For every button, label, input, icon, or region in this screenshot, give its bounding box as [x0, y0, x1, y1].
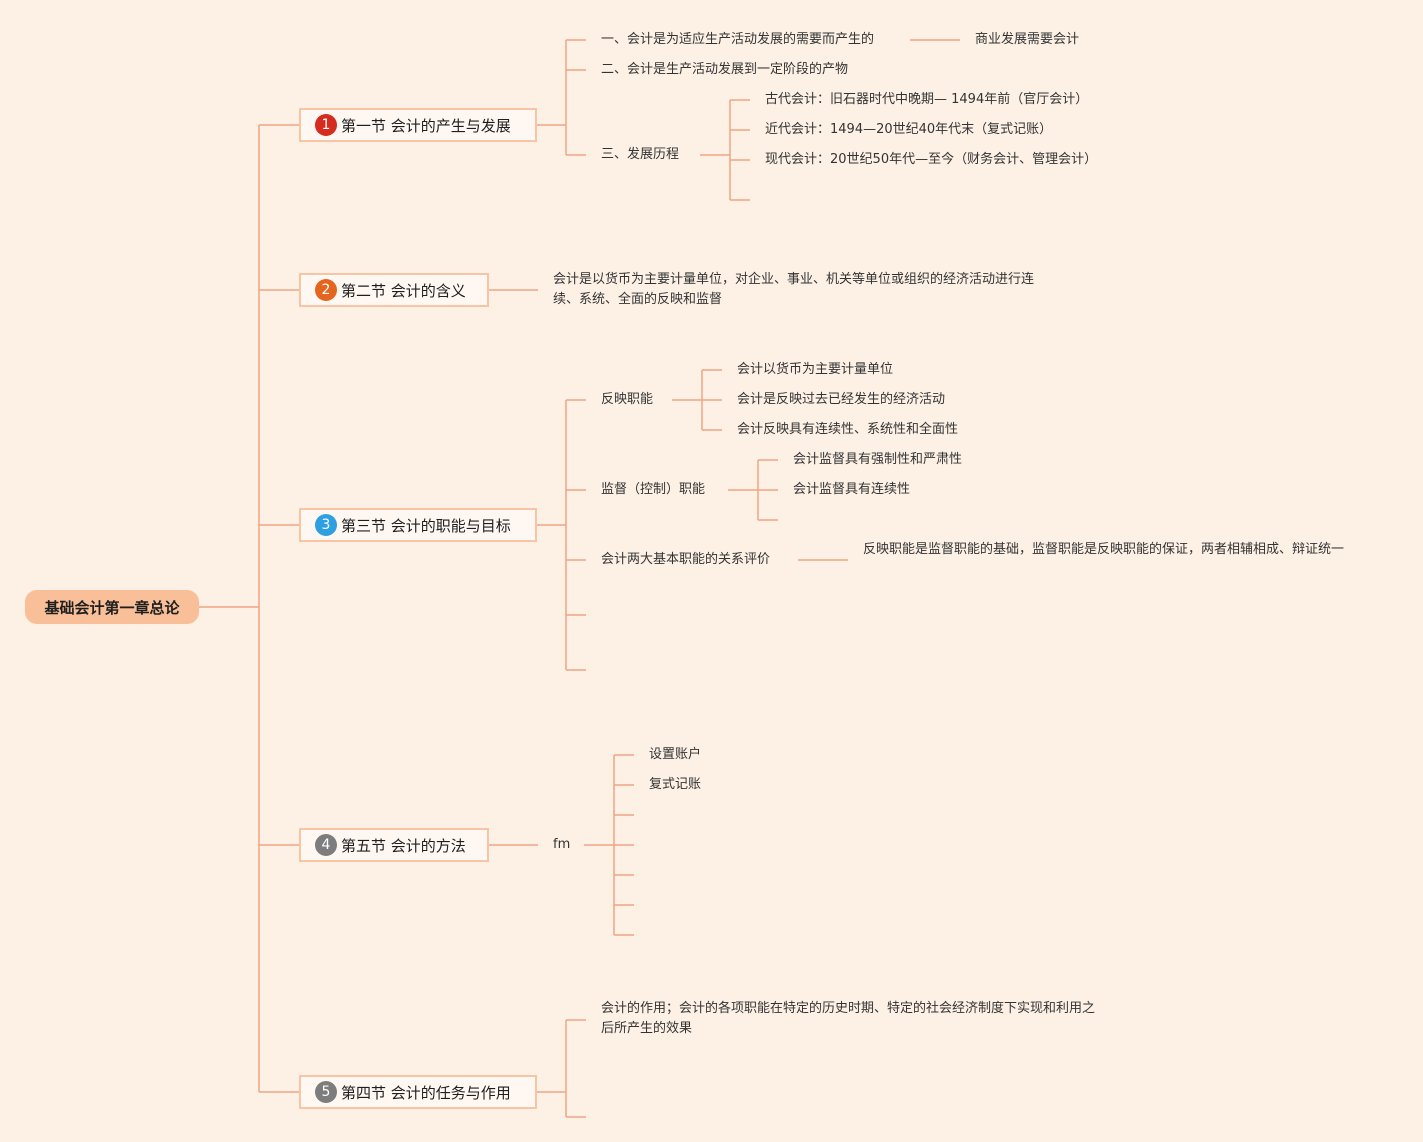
badge-5: 5 [315, 1081, 337, 1103]
s4-item-1[interactable]: 设置账户 [649, 747, 702, 762]
s1-item3[interactable]: 三、发展历程 [601, 147, 680, 162]
section-5-node[interactable]: 5 第四节 会计的任务与作用 [299, 1075, 537, 1109]
s3-supervise-item-2[interactable]: 会计监督具有连续性 [793, 482, 911, 497]
section-5-label: 第四节 会计的任务与作用 [341, 1083, 511, 1102]
s5-role[interactable]: 会计的作用；会计的各项职能在特定的历史时期、特定的社会经济制度下实现和利用之后所… [601, 1001, 1096, 1036]
s3-reflect-item-3[interactable]: 会计反映具有连续性、系统性和全面性 [737, 422, 959, 437]
s1-item1[interactable]: 一、会计是为适应生产活动发展的需要而产生的 [601, 32, 875, 47]
s2-definition[interactable]: 会计是以货币为主要计量单位，对企业、事业、机关等单位或组织的经济活动进行连续、系… [553, 272, 1035, 307]
badge-4: 4 [315, 834, 337, 856]
section-3-label: 第三节 会计的职能与目标 [341, 516, 511, 535]
section-1-label: 第一节 会计的产生与发展 [341, 116, 511, 135]
s3-reflect-item-1[interactable]: 会计以货币为主要计量单位 [737, 362, 894, 377]
section-4-label: 第五节 会计的方法 [341, 836, 466, 855]
s3-supervise-item-1[interactable]: 会计监督具有强制性和严肃性 [793, 452, 963, 467]
section-4-node[interactable]: 4 第五节 会计的方法 [299, 828, 489, 862]
s1-item2[interactable]: 二、会计是生产活动发展到一定阶段的产物 [601, 62, 849, 77]
s3-reflect-item-2[interactable]: 会计是反映过去已经发生的经济活动 [737, 392, 946, 407]
s3-supervise[interactable]: 监督（控制）职能 [601, 482, 706, 497]
section-2-node[interactable]: 2 第二节 会计的含义 [299, 273, 489, 307]
s4-fm[interactable]: fm [553, 837, 571, 852]
badge-1: 1 [315, 114, 337, 136]
section-2-label: 第二节 会计的含义 [341, 281, 466, 300]
root-label: 基础会计第一章总论 [44, 598, 180, 617]
s1-history-3[interactable]: 现代会计：20世纪50年代—至今（财务会计、管理会计） [765, 152, 1098, 167]
s3-relation-text[interactable]: 反映职能是监督职能的基础，监督职能是反映职能的保证，两者相辅相成、辩证统一 [863, 542, 1345, 557]
section-3-node[interactable]: 3 第三节 会计的职能与目标 [299, 508, 537, 542]
s1-item1-note[interactable]: 商业发展需要会计 [975, 32, 1080, 47]
badge-2: 2 [315, 279, 337, 301]
section-1-node[interactable]: 1 第一节 会计的产生与发展 [299, 108, 537, 142]
s1-history-1[interactable]: 古代会计：旧石器时代中晚期— 1494年前（官厅会计） [765, 92, 1089, 107]
root-node[interactable]: 基础会计第一章总论 [25, 590, 199, 624]
s3-relation[interactable]: 会计两大基本职能的关系评价 [601, 552, 771, 567]
s4-item-2[interactable]: 复式记账 [649, 777, 702, 792]
s3-reflect[interactable]: 反映职能 [601, 392, 654, 407]
s1-history-2[interactable]: 近代会计：1494—20世纪40年代末（复式记账） [765, 122, 1053, 137]
badge-3: 3 [315, 514, 337, 536]
